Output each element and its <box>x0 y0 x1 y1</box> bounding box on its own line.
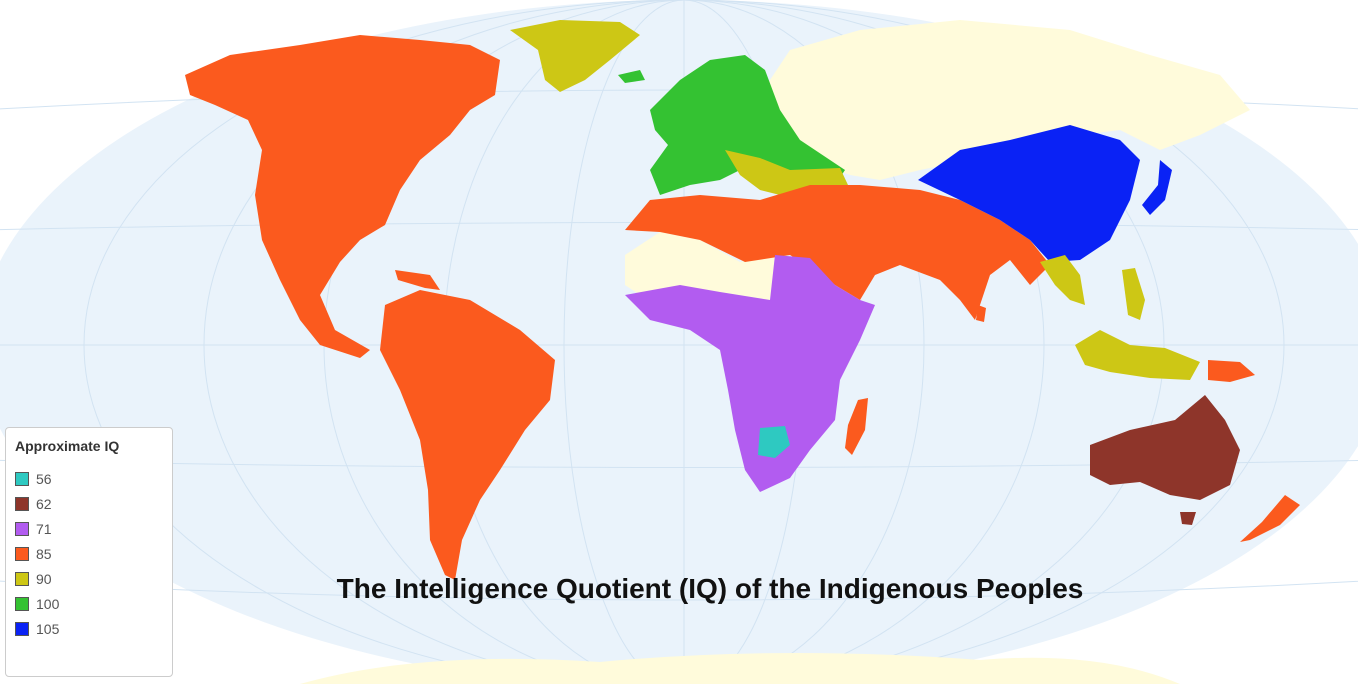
region-russia <box>760 20 1250 180</box>
region-antarctica <box>300 652 1180 684</box>
region-southeast-asia <box>1040 255 1085 305</box>
legend-label: 105 <box>36 620 60 637</box>
legend-swatch <box>15 596 29 611</box>
legend-swatch <box>15 521 29 536</box>
legend-item[interactable]: 85 <box>15 541 172 566</box>
region-mena-south-asia <box>625 185 1050 320</box>
region-sub-saharan-africa <box>625 255 875 492</box>
legend-title: Approximate IQ <box>15 438 120 454</box>
region-west-africa <box>625 232 775 300</box>
legend-item[interactable]: 90 <box>15 566 172 591</box>
region-sri-lanka <box>976 305 986 322</box>
legend-item[interactable]: 105 <box>15 616 172 641</box>
legend-item[interactable]: 56 <box>15 466 172 491</box>
region-japan <box>1142 160 1172 215</box>
region-iceland <box>618 70 645 83</box>
region-papua-new-guinea <box>1208 360 1255 382</box>
region-indonesia <box>1075 330 1200 380</box>
region-caribbean <box>395 270 440 290</box>
legend-label: 90 <box>36 570 52 587</box>
legend-swatch <box>15 471 29 486</box>
legend-item[interactable]: 100 <box>15 591 172 616</box>
region-europe <box>650 55 845 195</box>
region-australia <box>1090 395 1240 500</box>
legend-item[interactable]: 62 <box>15 491 172 516</box>
region-greenland <box>510 20 640 92</box>
region-east-asia <box>918 125 1140 262</box>
legend-swatch <box>15 621 29 636</box>
legend-label: 56 <box>36 470 52 487</box>
legend-label: 85 <box>36 545 52 562</box>
map-title: The Intelligence Quotient (IQ) of the In… <box>336 573 1084 604</box>
region-balkans-turkey <box>725 150 848 195</box>
legend-item[interactable]: 71 <box>15 516 172 541</box>
legend-label: 100 <box>36 595 60 612</box>
map-legend: Approximate IQ 56 62 71 85 90 100 105 <box>5 427 173 677</box>
region-tasmania <box>1180 512 1196 525</box>
region-new-zealand <box>1240 495 1300 542</box>
region-madagascar <box>845 398 868 455</box>
legend-swatch <box>15 571 29 586</box>
legend-label: 62 <box>36 495 52 512</box>
legend-swatch <box>15 496 29 511</box>
region-philippines <box>1122 268 1145 320</box>
region-south-america <box>380 290 555 580</box>
legend-swatch <box>15 546 29 561</box>
legend-label: 71 <box>36 520 52 537</box>
region-botswana <box>758 426 790 458</box>
region-north-america <box>185 35 500 358</box>
legend-items: 56 62 71 85 90 100 105 <box>15 466 172 641</box>
